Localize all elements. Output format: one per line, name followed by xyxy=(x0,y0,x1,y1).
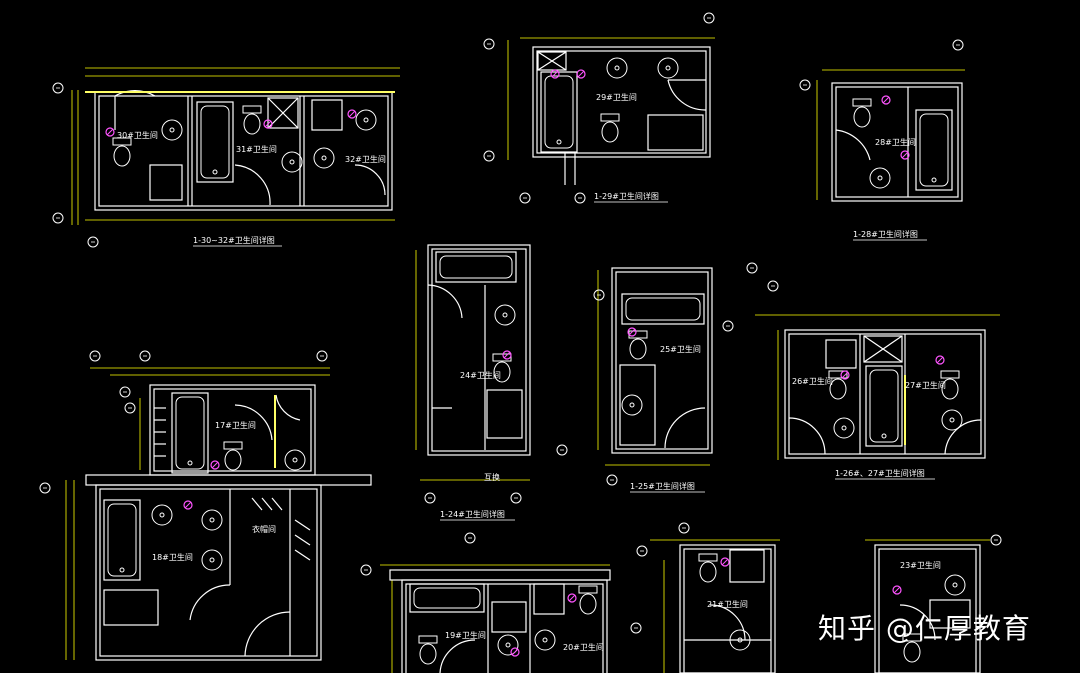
room-label-30: 30#卫生间 xyxy=(117,130,158,140)
plan-title-28: 1-28#卫生间详图 xyxy=(853,229,918,239)
plan-29: 29#卫生间 1-29#卫生间详图 xyxy=(483,12,715,204)
room-label-29: 29#卫生间 xyxy=(596,92,637,102)
room-label-27: 27#卫生间 xyxy=(905,380,946,390)
plan-21: 21#卫生间 xyxy=(630,522,780,673)
room-label-20: 20#卫生间 xyxy=(563,642,604,652)
room-label-21: 21#卫生间 xyxy=(707,599,748,609)
room-label-26: 26#卫生间 xyxy=(792,376,833,386)
room-label-18: 18#卫生间 xyxy=(152,552,193,562)
room-label-31: 31#卫生间 xyxy=(236,144,277,154)
plan-title-24: 1-24#卫生间详图 xyxy=(440,509,505,519)
room-label-24: 24#卫生间 xyxy=(460,370,501,380)
plan-note-24: 互换 xyxy=(484,472,500,482)
room-label-32: 32#卫生间 xyxy=(345,154,386,164)
room-label-28: 28#卫生间 xyxy=(875,137,916,147)
plan-title-30-32: 1-30~32#卫生间详图 xyxy=(193,235,275,245)
room-label-17: 17#卫生间 xyxy=(215,420,256,430)
room-label-19: 19#卫生间 xyxy=(445,630,486,640)
room-label-cloakroom: 衣帽间 xyxy=(252,524,276,534)
plan-24: 24#卫生间 互换 1-24#卫生间详图 xyxy=(415,244,568,521)
plan-title-25: 1-25#卫生间详图 xyxy=(630,481,695,491)
room-label-23: 23#卫生间 xyxy=(900,560,941,570)
watermark: 知乎 @仁厚教育 xyxy=(818,612,1031,645)
plan-17-18: 17#卫生间 18#卫生间 衣帽间 xyxy=(39,350,372,661)
plan-23: 23#卫生间 xyxy=(865,534,1002,673)
plan-19-20: 19#卫生间 20#卫生间 xyxy=(360,532,611,673)
plan-28: 28#卫生间 1-28#卫生间详图 xyxy=(799,39,965,241)
plan-title-26-27: 1-26#、27#卫生间详图 xyxy=(835,468,925,478)
plan-30-32: 30#卫生间 31#卫生间 32#卫生间 1-30~32#卫生间详图 xyxy=(52,67,400,248)
plan-26-27: 26#卫生间 27#卫生间 1-26#、27#卫生间详图 xyxy=(722,280,1000,480)
plan-25: 25#卫生间 1-25#卫生间详图 xyxy=(593,262,758,493)
room-label-25: 25#卫生间 xyxy=(660,344,701,354)
plan-title-29: 1-29#卫生间详图 xyxy=(594,191,659,201)
